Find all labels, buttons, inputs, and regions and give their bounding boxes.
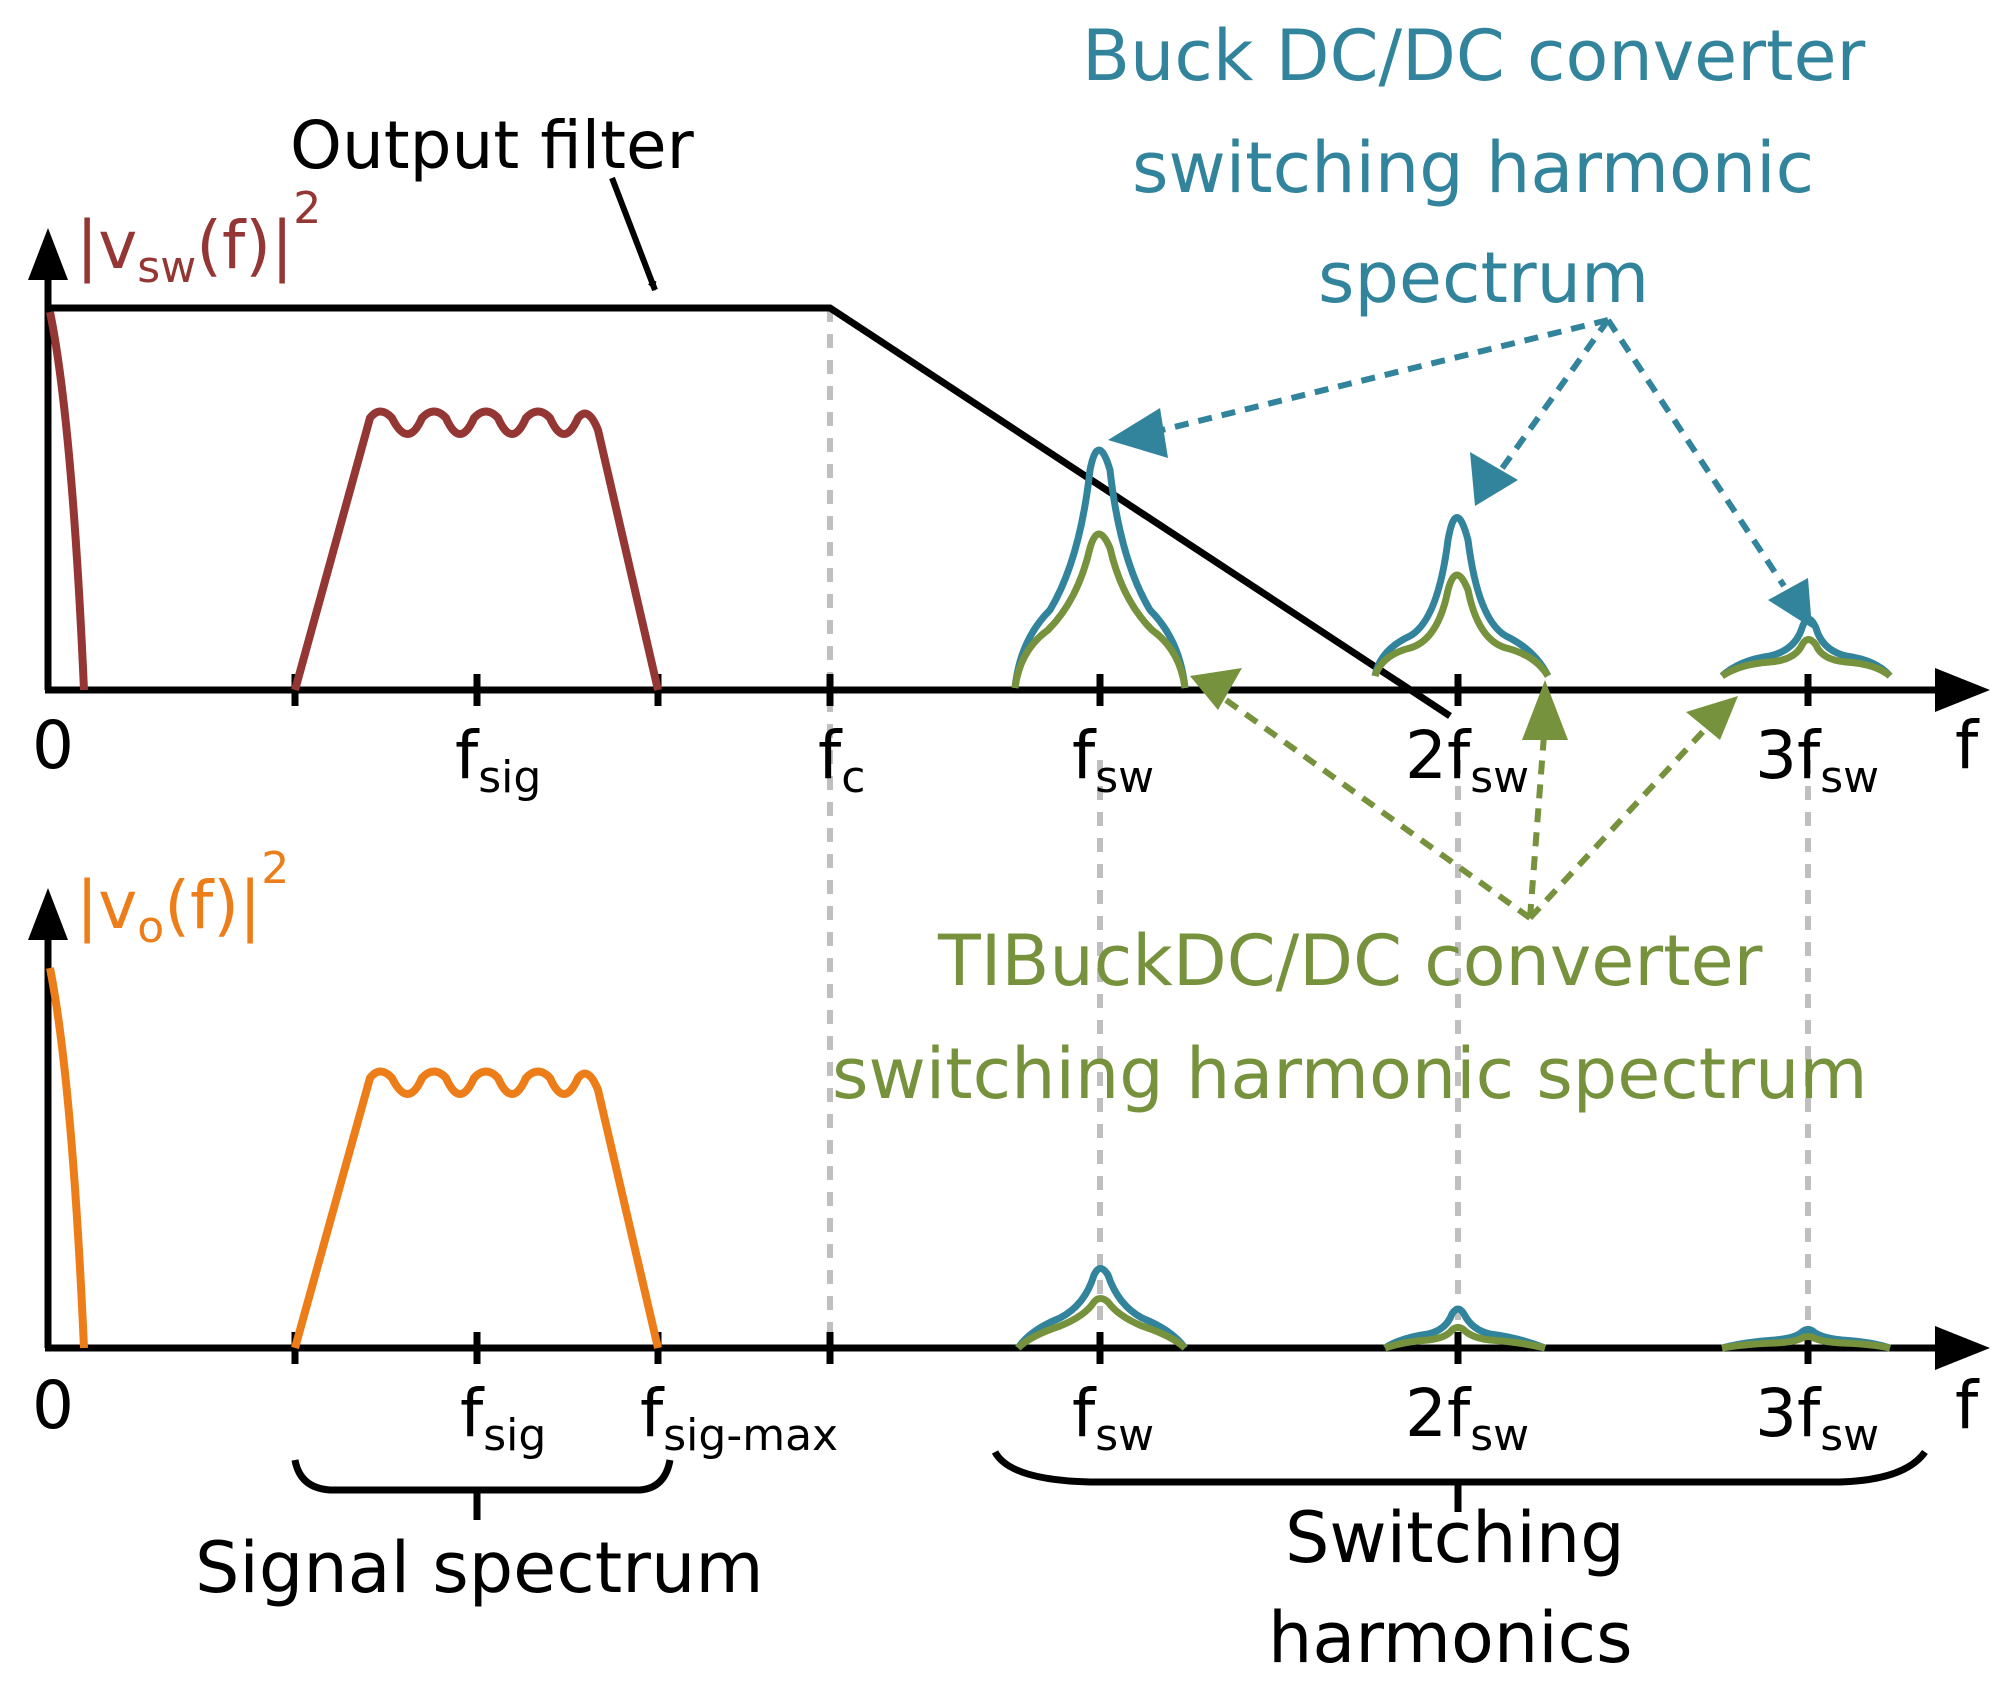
top-tick-2fsw: 2fsw — [1405, 717, 1529, 803]
bottom-x-axis-arrowhead — [1935, 1326, 1990, 1370]
top-tick-fsig: fsig — [455, 717, 541, 803]
tibuck-arrowhead-3fsw — [1686, 696, 1738, 740]
bottom-tibuck-harmonics — [1015, 1295, 1891, 1352]
top-tick-fsw: fsw — [1072, 717, 1154, 803]
vo-dc-curve — [46, 967, 88, 1349]
buck-arrowhead-fsw — [1108, 408, 1168, 458]
top-tick-3fsw: 3fsw — [1755, 717, 1879, 803]
switching-harmonics-line2: harmonics — [1268, 1597, 1633, 1679]
output-filter-curve — [48, 304, 1452, 719]
bottom-x-axis-label: f — [1955, 1367, 1980, 1444]
bottom-tick-zero: 0 — [32, 1367, 74, 1444]
vo-signal-band — [291, 1067, 662, 1350]
bottom-tick-fsig: fsig — [460, 1375, 546, 1461]
top-x-axis-arrowhead — [1935, 668, 1990, 712]
bottom-y-axis-arrowhead — [28, 888, 68, 940]
buck-arrowhead-3fsw — [1768, 578, 1812, 628]
signal-spectrum-brace — [291, 1459, 674, 1520]
output-filter-pointer — [609, 176, 658, 292]
buck-annotation: Buck DC/DC converter switching harmonic … — [1082, 15, 1866, 628]
top-buck-harmonics — [1011, 446, 1893, 689]
vsw-dc-curve — [46, 311, 88, 691]
bottom-y-axis-label: |vo(f)|2 — [76, 843, 289, 953]
top-x-axis-label: f — [1955, 707, 1980, 784]
switching-harmonics-brace — [991, 1449, 1928, 1512]
bottom-tick-3fsw: 3fsw — [1755, 1375, 1879, 1461]
output-filter-label: Output filter — [290, 107, 695, 184]
buck-arrowhead-2fsw — [1470, 452, 1518, 506]
top-tibuck-harmonics — [1011, 530, 1893, 689]
frequency-guide-lines — [827, 308, 1811, 1340]
bottom-plot: 0 fsig fsig-max fsw 2fsw 3fsw f |vo(f)|2… — [28, 843, 1990, 1679]
buck-label-line3: spectrum — [1318, 237, 1649, 319]
top-y-axis-arrowhead — [28, 228, 68, 280]
tibuck-label-line1: TIBuckDC/DC converter — [937, 920, 1763, 1002]
signal-spectrum-label: Signal spectrum — [195, 1527, 764, 1609]
tibuck-arrowhead-2fsw — [1522, 680, 1568, 740]
top-tick-zero: 0 — [32, 707, 74, 784]
vsw-signal-band — [291, 407, 662, 692]
tibuck-arrowhead-fsw — [1190, 668, 1242, 710]
top-tick-fc: fc — [818, 717, 865, 803]
top-plot: 0 fsig fc fsw 2fsw 3fsw f |vsw(f)|2 Outp… — [28, 107, 1990, 803]
bottom-buck-harmonics — [1015, 1265, 1892, 1352]
buck-label-line1: Buck DC/DC converter — [1082, 15, 1866, 97]
bottom-tick-2fsw: 2fsw — [1405, 1375, 1529, 1461]
buck-label-line2: switching harmonic — [1132, 127, 1814, 209]
bottom-tick-fsw: fsw — [1072, 1375, 1154, 1461]
tibuck-annotation: TIBuckDC/DC converter switching harmonic… — [832, 668, 1868, 1115]
switching-harmonics-line1: Switching — [1285, 1497, 1625, 1579]
bottom-tick-fsigmax: fsig-max — [640, 1375, 838, 1461]
top-y-axis-label: |vsw(f)|2 — [76, 183, 321, 293]
tibuck-label-line2: switching harmonic spectrum — [832, 1033, 1868, 1115]
